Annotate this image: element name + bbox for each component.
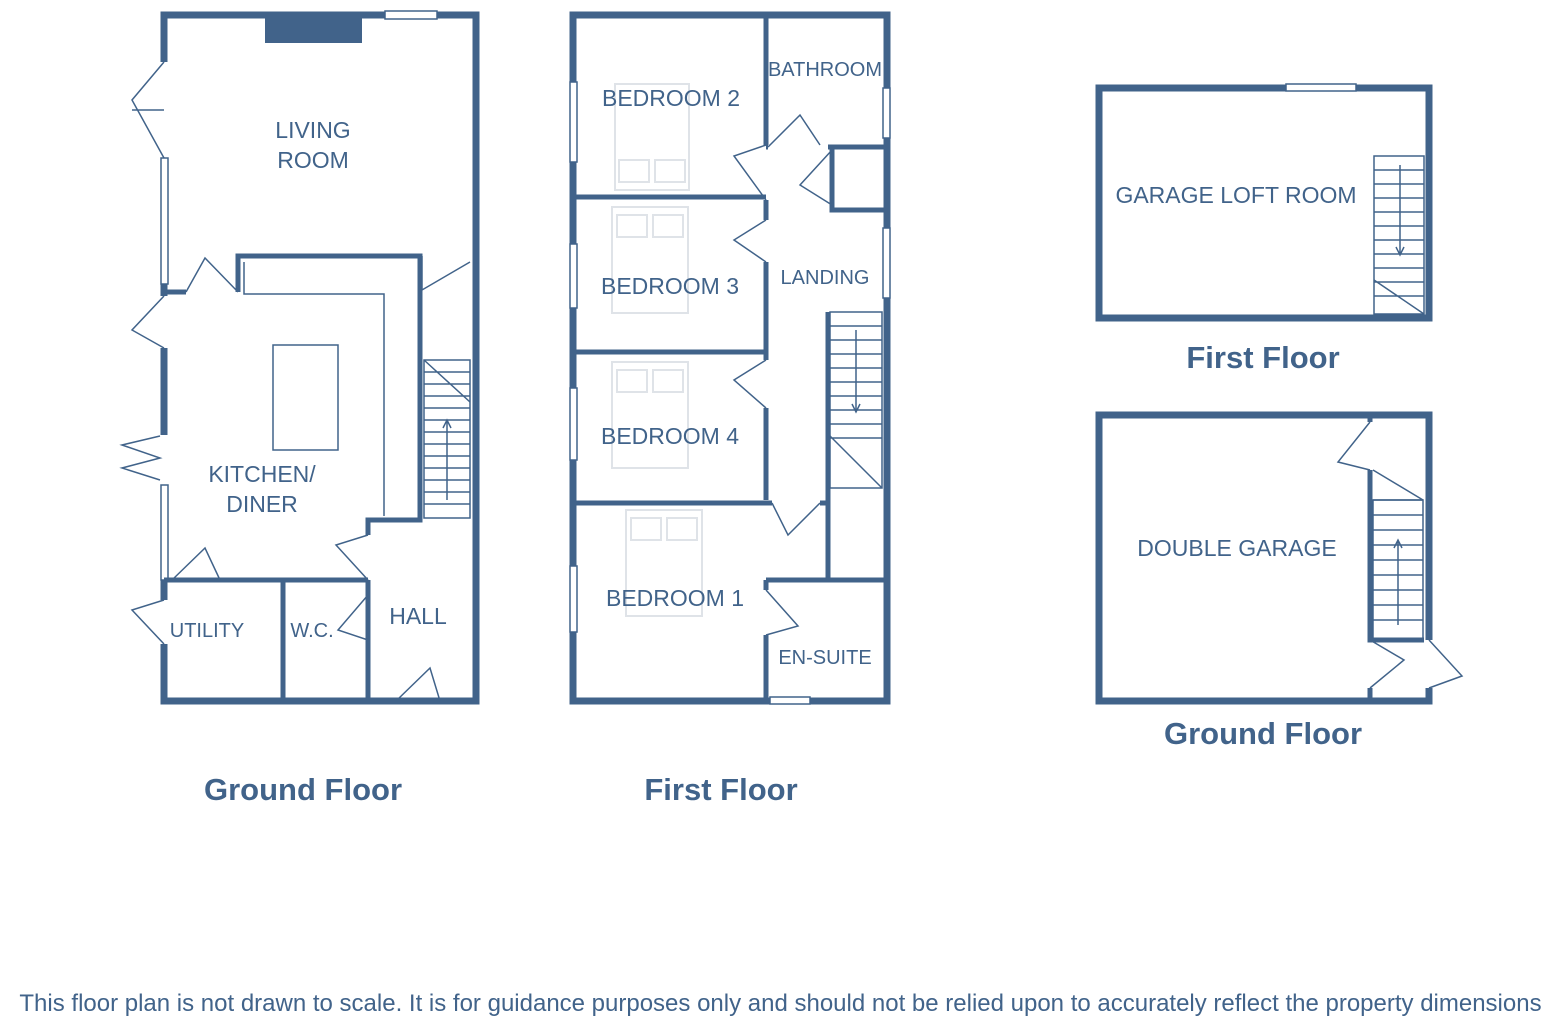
disclaimer-text: This floor plan is not drawn to scale. I… xyxy=(19,990,1542,1017)
staircase xyxy=(423,359,471,519)
window xyxy=(384,10,438,20)
kitchen-island xyxy=(272,344,339,451)
room-label-en-suite: EN-SUITE xyxy=(778,647,871,669)
door-swing-icon xyxy=(732,113,833,636)
bed-icon xyxy=(611,83,703,617)
staircase xyxy=(829,311,883,489)
room-label-hall: HALL xyxy=(389,603,447,629)
french-door-icon xyxy=(131,61,165,159)
window xyxy=(160,484,169,581)
window xyxy=(1285,83,1357,92)
door-swing-icon xyxy=(130,599,165,645)
room-label-utility: UTILITY xyxy=(170,620,244,642)
room-label-kitchen: KITCHEN/ xyxy=(208,461,316,487)
bifold-door-icon xyxy=(119,435,163,481)
room-label-wc: W.C. xyxy=(290,620,333,642)
fireplace xyxy=(265,15,362,43)
room-label-bedroom-1: BEDROOM 1 xyxy=(606,585,744,611)
door-opening xyxy=(160,62,169,158)
windows xyxy=(569,81,891,705)
door-swing-icon xyxy=(1336,421,1464,689)
room-label-bathroom: BATHROOM xyxy=(768,59,882,81)
window xyxy=(160,157,169,285)
room-label-bedroom-2: BEDROOM 2 xyxy=(602,85,740,111)
outer-walls xyxy=(1095,411,1433,705)
garage-first-floor-plan: GARAGE LOFT ROOM First Floor xyxy=(1095,83,1433,375)
plan-title: Ground Floor xyxy=(204,772,402,807)
outer-walls xyxy=(1095,84,1433,322)
door-swing-icon xyxy=(171,256,471,702)
internal-walls xyxy=(1367,415,1424,701)
room-label-living: LIVING xyxy=(275,117,350,143)
room-label-living: ROOM xyxy=(277,147,349,173)
house-ground-floor-plan: LIVING ROOM KITCHEN/ DINER UTILITY W.C. … xyxy=(119,10,480,807)
kitchen-counter xyxy=(243,262,385,516)
room-label-bedroom-4: BEDROOM 4 xyxy=(601,423,739,449)
door-opening xyxy=(160,435,169,485)
internal-walls xyxy=(573,15,887,701)
staircase xyxy=(1373,155,1425,315)
room-label-kitchen: DINER xyxy=(226,491,298,517)
door-opening xyxy=(160,296,169,348)
plan-title: Ground Floor xyxy=(1164,716,1362,751)
room-label-bedroom-3: BEDROOM 3 xyxy=(601,273,739,299)
door-opening xyxy=(160,600,169,644)
staircase xyxy=(1372,469,1424,641)
room-label-landing: LANDING xyxy=(781,267,870,289)
outer-walls xyxy=(569,11,891,705)
plan-title: First Floor xyxy=(644,772,797,807)
door-swing-icon xyxy=(130,295,165,349)
plan-title: First Floor xyxy=(1186,340,1339,375)
room-label-garage-loft: GARAGE LOFT ROOM xyxy=(1115,182,1356,208)
room-label-double-garage: DOUBLE GARAGE xyxy=(1137,535,1336,561)
door-opening xyxy=(1425,640,1434,688)
house-first-floor-plan: BEDROOM 2 BATHROOM BEDROOM 3 LANDING BED… xyxy=(569,11,891,807)
garage-ground-floor-plan: DOUBLE GARAGE Ground Floor xyxy=(1095,411,1464,751)
internal-walls xyxy=(164,253,423,701)
